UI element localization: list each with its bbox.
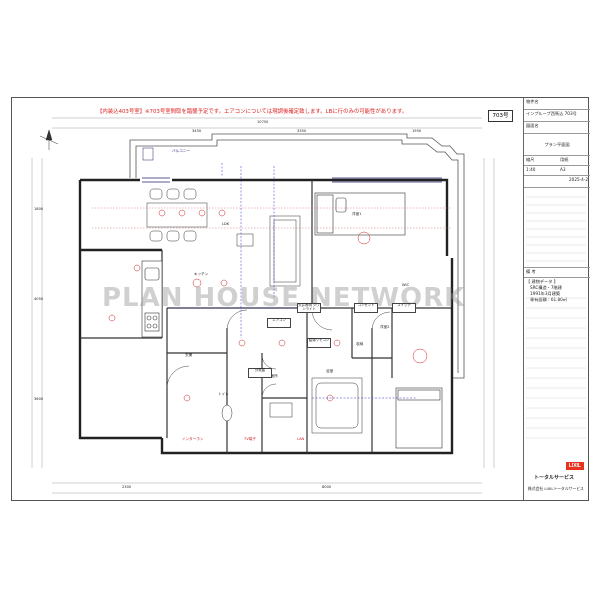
dim-left-a: 1800 [34, 207, 44, 211]
balcony-outline [129, 133, 465, 379]
drawing-sheet: 【内装込403号室】※703号室間取を踏襲予定です。エアコンについては現調後確定… [11, 97, 590, 502]
dim-top-c: 1950 [412, 129, 422, 133]
label-box: 給湯リモコン [307, 338, 331, 348]
remarks-line: SRC構造・7階建 [530, 285, 562, 290]
ruled-lines [526, 196, 586, 262]
plan-label: 図面名 [524, 122, 590, 134]
floor-plan-svg [31, 117, 495, 494]
size-label: 用紙 [560, 157, 569, 162]
notice-text: 【内装込403号室】※703号室間取を踏襲予定です。エアコンについては現調後確定… [97, 109, 408, 115]
room-washroom: 洗面所 [267, 374, 278, 378]
scale-size-values: 1:40 A3 [524, 166, 590, 176]
room-ldk: LDK [222, 222, 230, 226]
label-box: スイッチ [392, 303, 416, 313]
dim-top-total: 10750 [257, 120, 269, 124]
kitchen-counter [141, 260, 163, 338]
brand-area: LIXIL トータルサービス 株式会社 LIXILトータルサービス [528, 462, 588, 496]
floor-plan: 【内装込403号室】※703号室間取を踏襲予定です。エアコンについては現調後確定… [12, 98, 513, 502]
remarks-line: 専有面積 : 61.80㎡ [530, 297, 567, 302]
room-entrance: 玄関 [185, 353, 193, 357]
plan-name: プラン平面図 [524, 134, 590, 156]
compass [39, 129, 59, 150]
annotation: LAN [297, 437, 305, 441]
room-bed1: 洋室1 [352, 212, 362, 216]
dim-bottom-a: 2300 [122, 485, 132, 489]
dining-set [146, 188, 254, 247]
scale-label: 縮尺 [526, 157, 535, 162]
room-kitchen: キッチン [194, 272, 209, 276]
room-number: 703号 [488, 110, 513, 122]
ruled-lines-lower [526, 297, 586, 439]
dim-bottom-b: 8000 [322, 485, 332, 489]
lixil-logo: LIXIL [565, 462, 584, 470]
brand-sub: トータルサービス [534, 475, 575, 481]
dim-top-a: 3450 [192, 129, 202, 133]
remarks-title: 【 建物データ 】 [526, 279, 558, 284]
dim-left-b: 4050 [34, 297, 44, 301]
bed-2 [395, 387, 443, 449]
light-fixtures [108, 209, 341, 402]
wiring [172, 163, 417, 399]
annotation: インターホン [182, 437, 204, 441]
company-name: 株式会社 LIXILトータルサービス [528, 486, 584, 491]
room-bath: 浴室 [326, 369, 334, 373]
remarks-label: 備 考 [524, 268, 590, 278]
sofa [269, 215, 301, 287]
dim-left-c: 3600 [34, 397, 44, 401]
remarks-line: 1991年3月建築 [530, 291, 561, 296]
annotation: TV端子 [244, 437, 256, 441]
room-toilet: トイレ [218, 392, 229, 396]
room-balcony: バルコニー [172, 149, 190, 153]
size-value: A3 [560, 167, 566, 172]
room-wic: WIC [402, 283, 410, 287]
blank-lines [524, 188, 590, 268]
title-block: 物件名 インプループ西馬込 703号 図面名 プラン平面図 縮尺 用紙 1:40… [523, 98, 590, 500]
dim-top-b: 3350 [297, 129, 307, 133]
room-closet: 収納 [356, 342, 364, 346]
room-bed2: 洋室2 [380, 325, 390, 329]
scale-value: 1:40 [526, 167, 536, 172]
label-box: 天井照明 ダウンライト [297, 303, 321, 313]
label-box: コンセント [354, 303, 378, 313]
property-label: 物件名 [524, 98, 590, 110]
remarks: 【 建物データ 】 SRC構造・7階建 1991年3月建築 専有面積 : 61.… [524, 278, 590, 318]
date: 2025-4-2 [524, 176, 590, 188]
label-box: エアコン [267, 318, 291, 328]
windows [142, 177, 442, 183]
property-name: インプループ西馬込 703号 [524, 110, 590, 122]
scale-size-labels: 縮尺 用紙 [524, 156, 590, 166]
ruled-area [524, 288, 590, 450]
label-box: 分電盤 [248, 368, 272, 378]
sanitary [221, 377, 363, 434]
doors [166, 309, 391, 399]
